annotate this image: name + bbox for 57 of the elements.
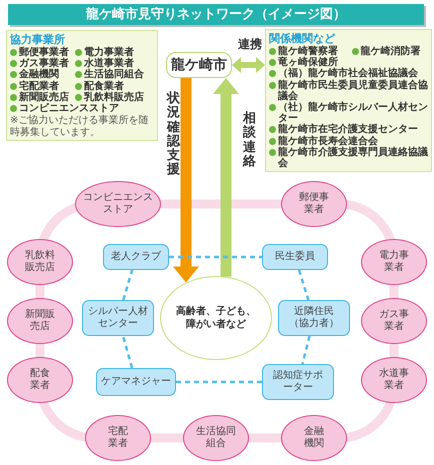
- arrow: [232, 57, 265, 73]
- edge-label: 連携: [238, 36, 262, 53]
- list-item: 郵便事業者: [10, 47, 69, 58]
- target-ellipse: 高齢者、子ども、障がい者など: [160, 276, 272, 360]
- list-item: 宅配業者: [10, 80, 69, 92]
- list-item: 龍ケ崎市長寿会連合会: [269, 136, 428, 147]
- arrow: [213, 78, 239, 277]
- dashed-connector: [169, 256, 262, 258]
- member-box: ケアマネジャー: [96, 368, 176, 396]
- member-box: シルバー人材センター: [82, 300, 154, 336]
- info-panel: [6, 30, 158, 142]
- arrow: [173, 78, 199, 283]
- title-bar: 龍ケ崎市見守りネットワーク（イメージ図）: [8, 4, 424, 25]
- dashed-connector: [301, 336, 311, 364]
- partner-oval: ガス事業者: [361, 298, 427, 344]
- list-item: 電力事業者: [75, 47, 144, 58]
- partner-oval: 配食業者: [7, 357, 73, 403]
- partner-oval: 新聞販売店: [7, 298, 73, 344]
- partner-oval: 郵便事業者: [281, 181, 347, 227]
- panel-heading: 協力事業所: [10, 33, 66, 46]
- list-item: 龍ケ崎市民生委員児童委員連合協議会: [269, 80, 428, 102]
- edge-label: 状況確認支援: [167, 92, 180, 178]
- list-item: ガス事業者: [10, 58, 69, 70]
- partner-oval: コンビニエンスストア: [75, 181, 161, 227]
- list-item: 竜ヶ崎保健所: [269, 57, 428, 68]
- dashed-connector: [122, 270, 134, 300]
- list-item: 金融機関: [10, 69, 69, 81]
- panel-heading: 関係機関など: [269, 32, 336, 46]
- list-item: 龍ケ崎市介護支援専門員連絡協議会: [269, 146, 428, 170]
- info-panel: [265, 29, 432, 172]
- list-item: 乳飲料販売店: [75, 92, 144, 103]
- partner-oval: 乳飲料販売店: [7, 239, 73, 285]
- list-item: 水道事業者: [75, 58, 144, 70]
- list-item: 新聞販売店: [10, 92, 69, 103]
- city-box: 龍ケ崎市: [166, 52, 232, 78]
- edge-label: 相談連絡: [243, 112, 256, 170]
- partner-oval: 宅配業者: [85, 415, 151, 461]
- partner-oval: 生活協同組合: [183, 415, 249, 461]
- member-box: 認知症サポーター: [262, 364, 334, 400]
- list-item: 龍ケ崎市在宅介護支援センター: [269, 124, 428, 136]
- list-item: コンビニエンスストア: [10, 102, 144, 114]
- note-text: ※ご協力いただける事業所を随時募集しています。: [10, 115, 150, 138]
- partner-oval: 電力事業者: [361, 239, 427, 285]
- member-box: 近隣住民（協力者）: [278, 300, 350, 336]
- list-item: 龍ケ崎消防署: [352, 46, 428, 58]
- dashed-connector: [298, 270, 310, 300]
- list-item: 配食業者: [75, 80, 144, 92]
- member-box: 民生委員: [262, 244, 328, 270]
- list-item: 龍ケ崎警察署: [269, 46, 346, 58]
- partner-oval: 金融機関: [281, 415, 347, 461]
- list-item: （社）龍ケ崎市シルバー人材センター: [269, 102, 428, 124]
- list-item: （福）龍ケ崎市社会福祉協議会: [269, 68, 428, 80]
- list-item: 生活協同組合: [75, 69, 144, 81]
- member-box: 老人クラブ: [103, 244, 169, 270]
- dashed-connector: [122, 336, 134, 368]
- partner-oval: 水道事業者: [361, 357, 427, 403]
- dashed-connector: [176, 380, 262, 384]
